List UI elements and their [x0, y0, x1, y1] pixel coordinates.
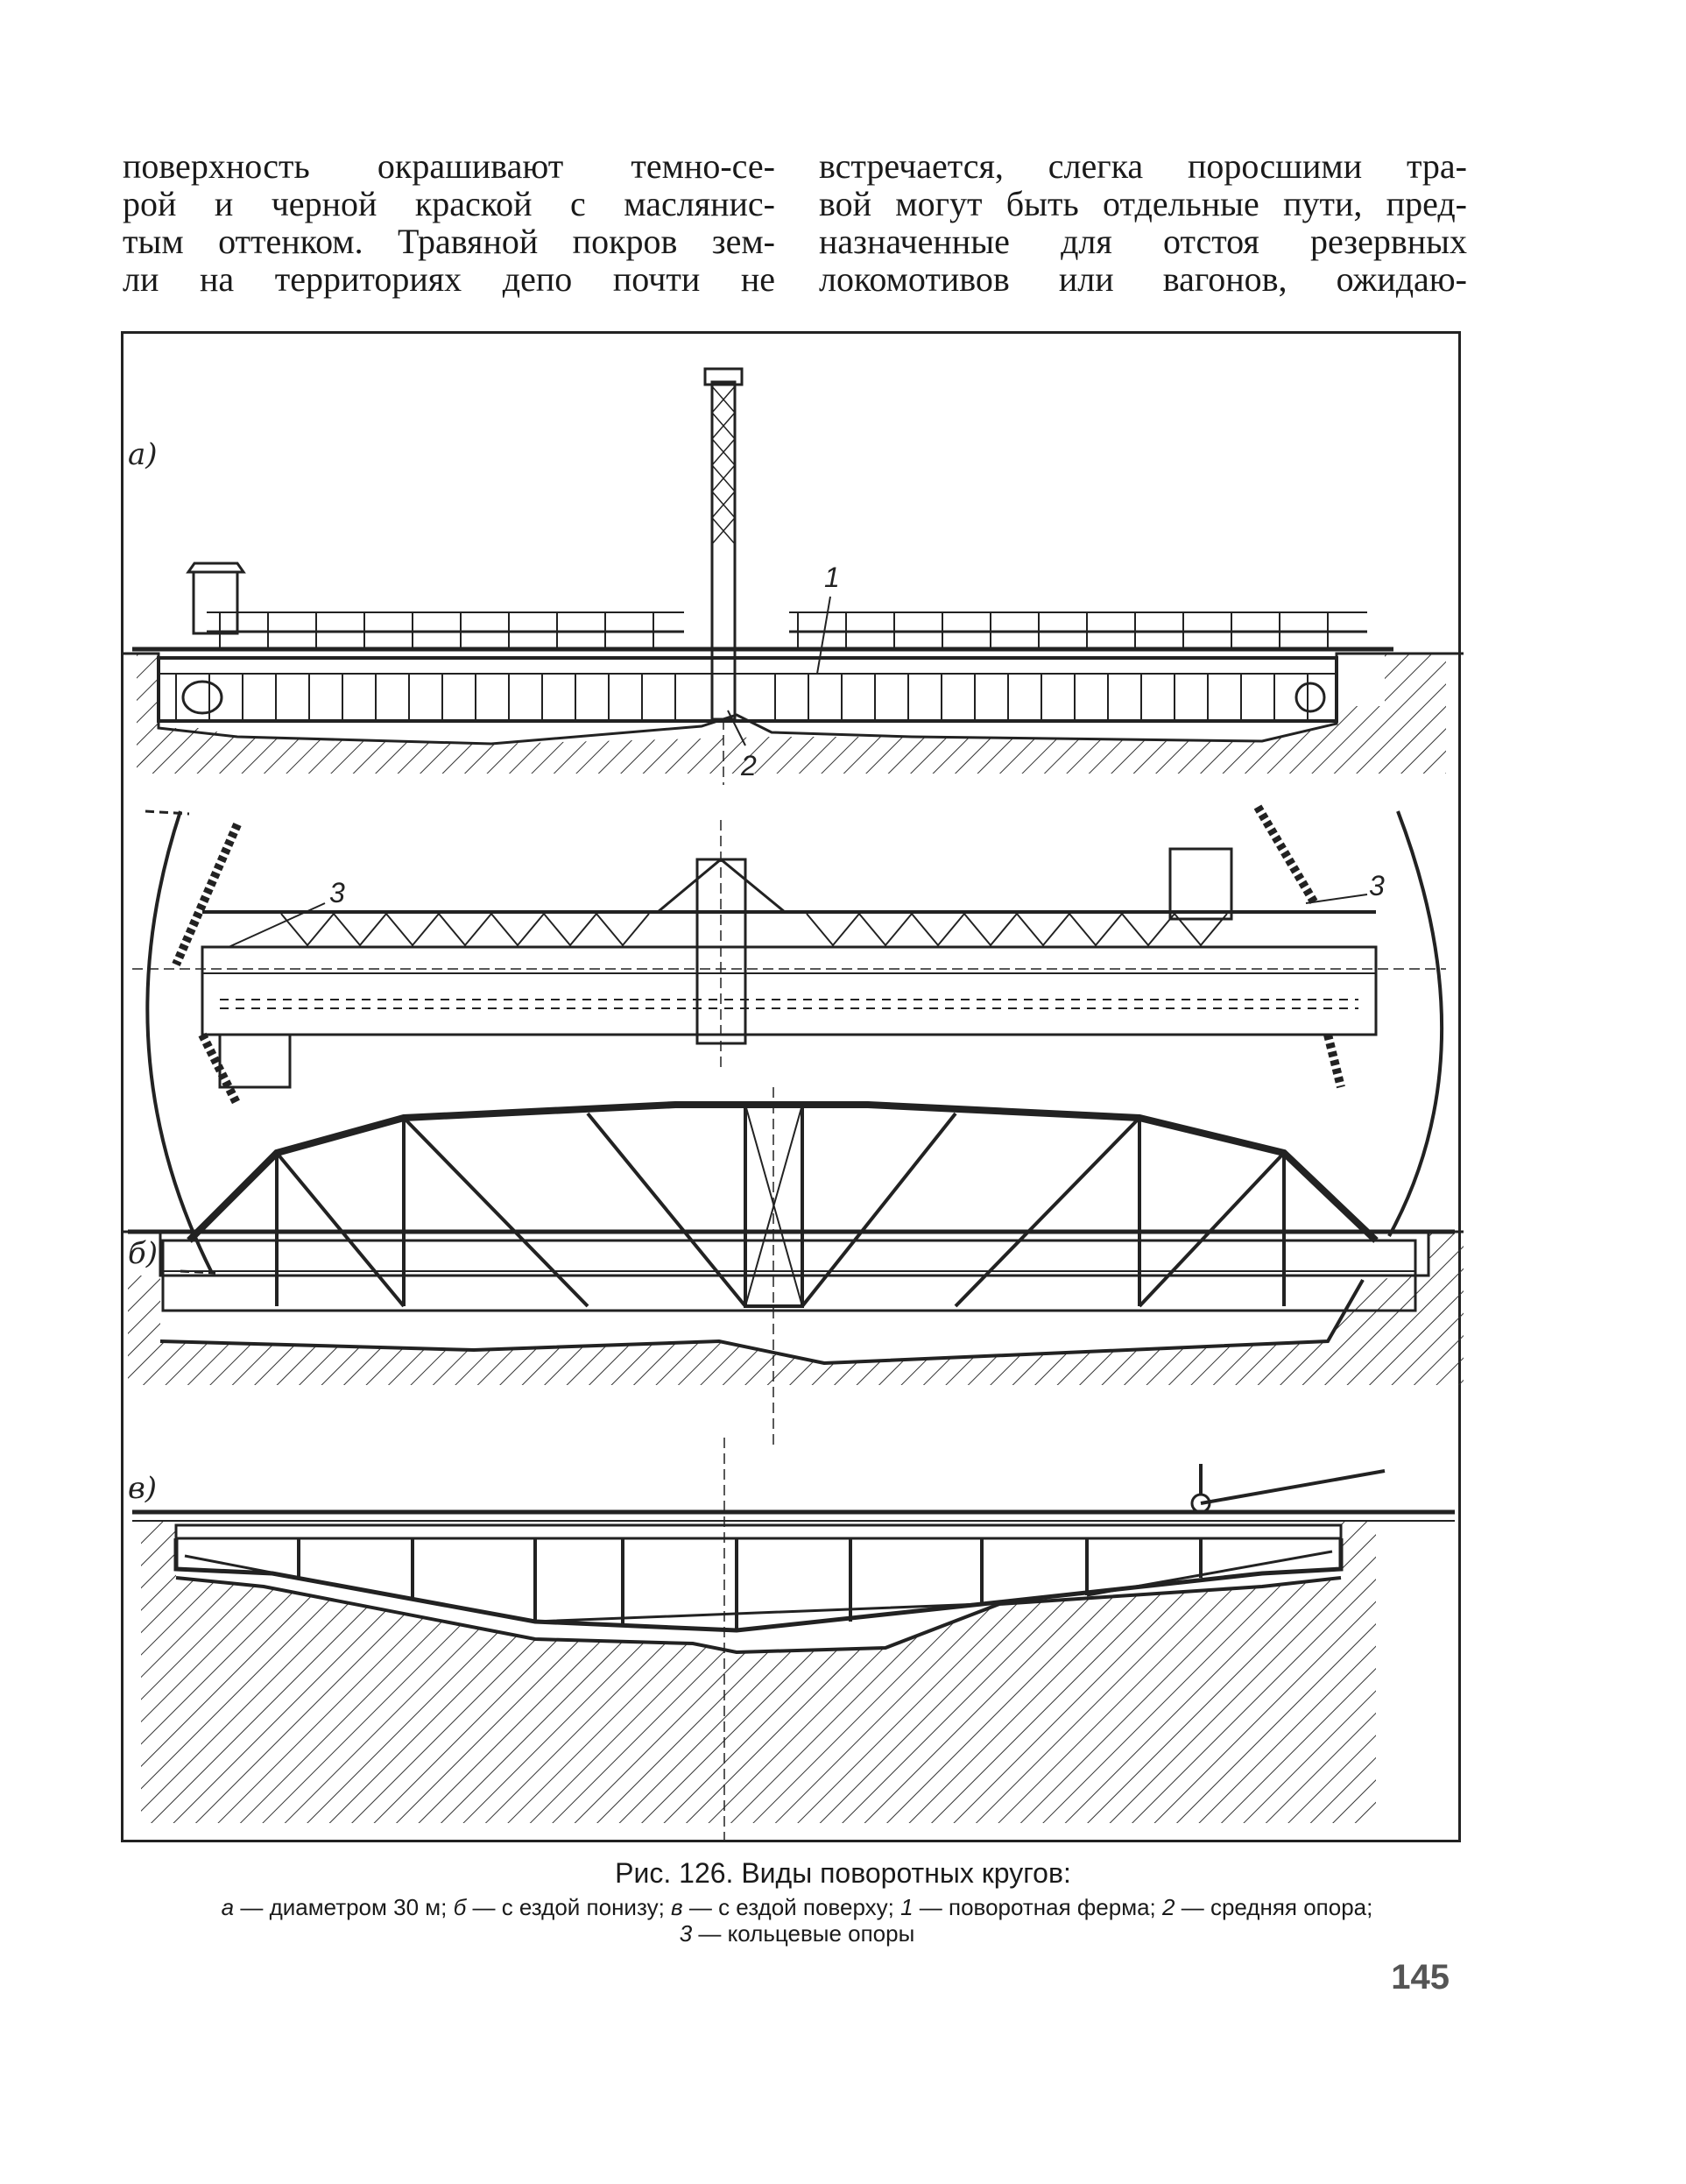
text-line: назначенные для отстоя резервных — [819, 222, 1467, 261]
legend-text: — кольцевые опоры — [698, 1920, 915, 1947]
figure-caption-legend: а — диаметром 30 м; б — с ездой понизу; … — [114, 1894, 1480, 1947]
turntable-drawings — [123, 367, 1464, 1841]
figure-caption-title: Рис. 126. Виды поворотных кругов: — [615, 1857, 1071, 1889]
legend-key: а — [221, 1894, 235, 1920]
drawing-v-deck-truss — [132, 1438, 1455, 1841]
panel-label-v: в) — [128, 1471, 158, 1506]
text-line: вой могут быть отдельные пути, пред- — [819, 184, 1467, 223]
text-line: локомотивов или вагонов, ожидаю- — [819, 259, 1467, 299]
drawing-a-verticals — [175, 612, 1329, 721]
legend-key: б — [453, 1894, 467, 1920]
text-column-left: поверхность окрашивают темно-се- рой и ч… — [123, 147, 775, 298]
legend-text: — с ездой понизу; — [472, 1894, 665, 1920]
drawing-b-through-truss — [123, 1087, 1464, 1446]
drawing-a-plan — [132, 804, 1446, 1275]
text-line: тым оттенком. Травяной покров зем- — [123, 222, 775, 261]
page-number: 145 — [1391, 1958, 1450, 1997]
text-line: поверхность окрашивают темно-се- — [123, 146, 775, 186]
text-line: встречается, слегка поросшими тра- — [819, 146, 1467, 186]
text-line: рой и черной краской с маслянис- — [123, 184, 775, 223]
text-line: ли на территориях депо почти не — [123, 259, 775, 299]
callout-1: 1 — [824, 562, 840, 593]
callout-3-left: 3 — [329, 877, 345, 908]
legend-key: 1 — [900, 1894, 914, 1920]
panel-label-a: а) — [128, 437, 158, 472]
legend-text: — с ездой поверху; — [688, 1894, 894, 1920]
figure-frame: а) б) в) 1 2 3 3 — [121, 331, 1464, 1842]
callout-3-right: 3 — [1369, 870, 1385, 901]
legend-text: — поворотная ферма; — [919, 1894, 1156, 1920]
legend-key: 2 — [1162, 1894, 1175, 1920]
legend-text: — средняя опора; — [1181, 1894, 1373, 1920]
panel-label-b: б) — [128, 1236, 159, 1271]
callout-2: 2 — [741, 750, 757, 781]
drawing-a-elevation — [123, 367, 1464, 785]
legend-key: 3 — [679, 1920, 693, 1947]
legend-text: — диаметром 30 м; — [240, 1894, 448, 1920]
text-column-right: встречается, слегка поросшими тра- вой м… — [819, 147, 1467, 298]
legend-key: в — [671, 1894, 683, 1920]
